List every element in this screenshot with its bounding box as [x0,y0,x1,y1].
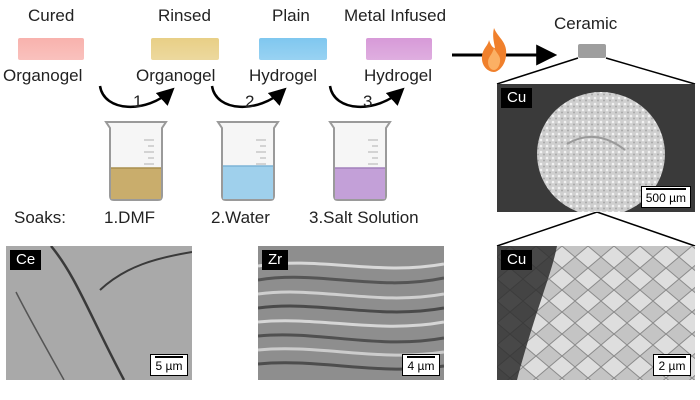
stage-swatch [18,38,84,60]
stage-label-bottom: Hydrogel [249,66,318,85]
sem-image-ce: Ce 5 µm [6,246,192,380]
sem-image-cu-detail: Cu 2 µm [497,246,695,380]
stage-swatch [259,38,327,60]
sem-tag: Cu [501,250,533,270]
scale-bar: 500 µm [640,186,691,208]
scale-bar: 5 µm [150,354,188,376]
beaker-water [216,121,280,201]
soak-item: 1.DMF [104,208,155,227]
scale-label: 4 µm [407,359,435,373]
step-number: 3 [363,92,373,111]
stage-label-bottom: Hydrogel [364,66,433,85]
stage-swatch [366,38,432,60]
zoom-line-left [496,57,579,85]
scale-bar: 2 µm [653,354,691,376]
scale-label: 2 µm [658,359,686,373]
beaker-salt-solution [328,121,392,201]
stage-label-top: Metal Infused [344,6,447,25]
step-number: 2 [245,92,255,111]
stage-label-bottom: Organogel [136,66,216,85]
soak-item: 3.Salt Solution [309,208,419,227]
scale-label: 500 µm [645,191,686,205]
sem-tag: Ce [10,250,42,270]
sem-tag: Cu [501,88,533,108]
stage-label-bottom: Organogel [3,66,83,85]
scale-bar: 4 µm [402,354,440,376]
beaker-dmf [104,121,168,201]
sem-image-zr: Zr 4 µm [258,246,444,380]
ceramic-label: Ceramic [554,14,618,33]
stage-label-top: Rinsed [158,6,211,25]
soak-item: 2.Water [211,208,270,227]
stage-label-top: Plain [272,6,310,25]
step-3-arrow [328,85,405,109]
soaks-title: Soaks: [14,208,66,227]
zoom-line-left-2 [496,211,598,247]
ceramic-swatch [578,44,606,58]
flame-icon [481,28,507,72]
step-number: 1 [133,92,143,111]
stage-swatch [151,38,219,60]
zoom-line-right [605,57,696,85]
step-2-arrow [210,85,287,109]
step-1-arrow [98,85,175,109]
sem-image-cu-overview: Cu 500 µm [497,84,695,212]
stage-label-top: Cured [28,6,75,25]
zoom-line-right-2 [596,211,696,247]
sem-tag: Zr [262,250,289,270]
scale-label: 5 µm [155,359,183,373]
